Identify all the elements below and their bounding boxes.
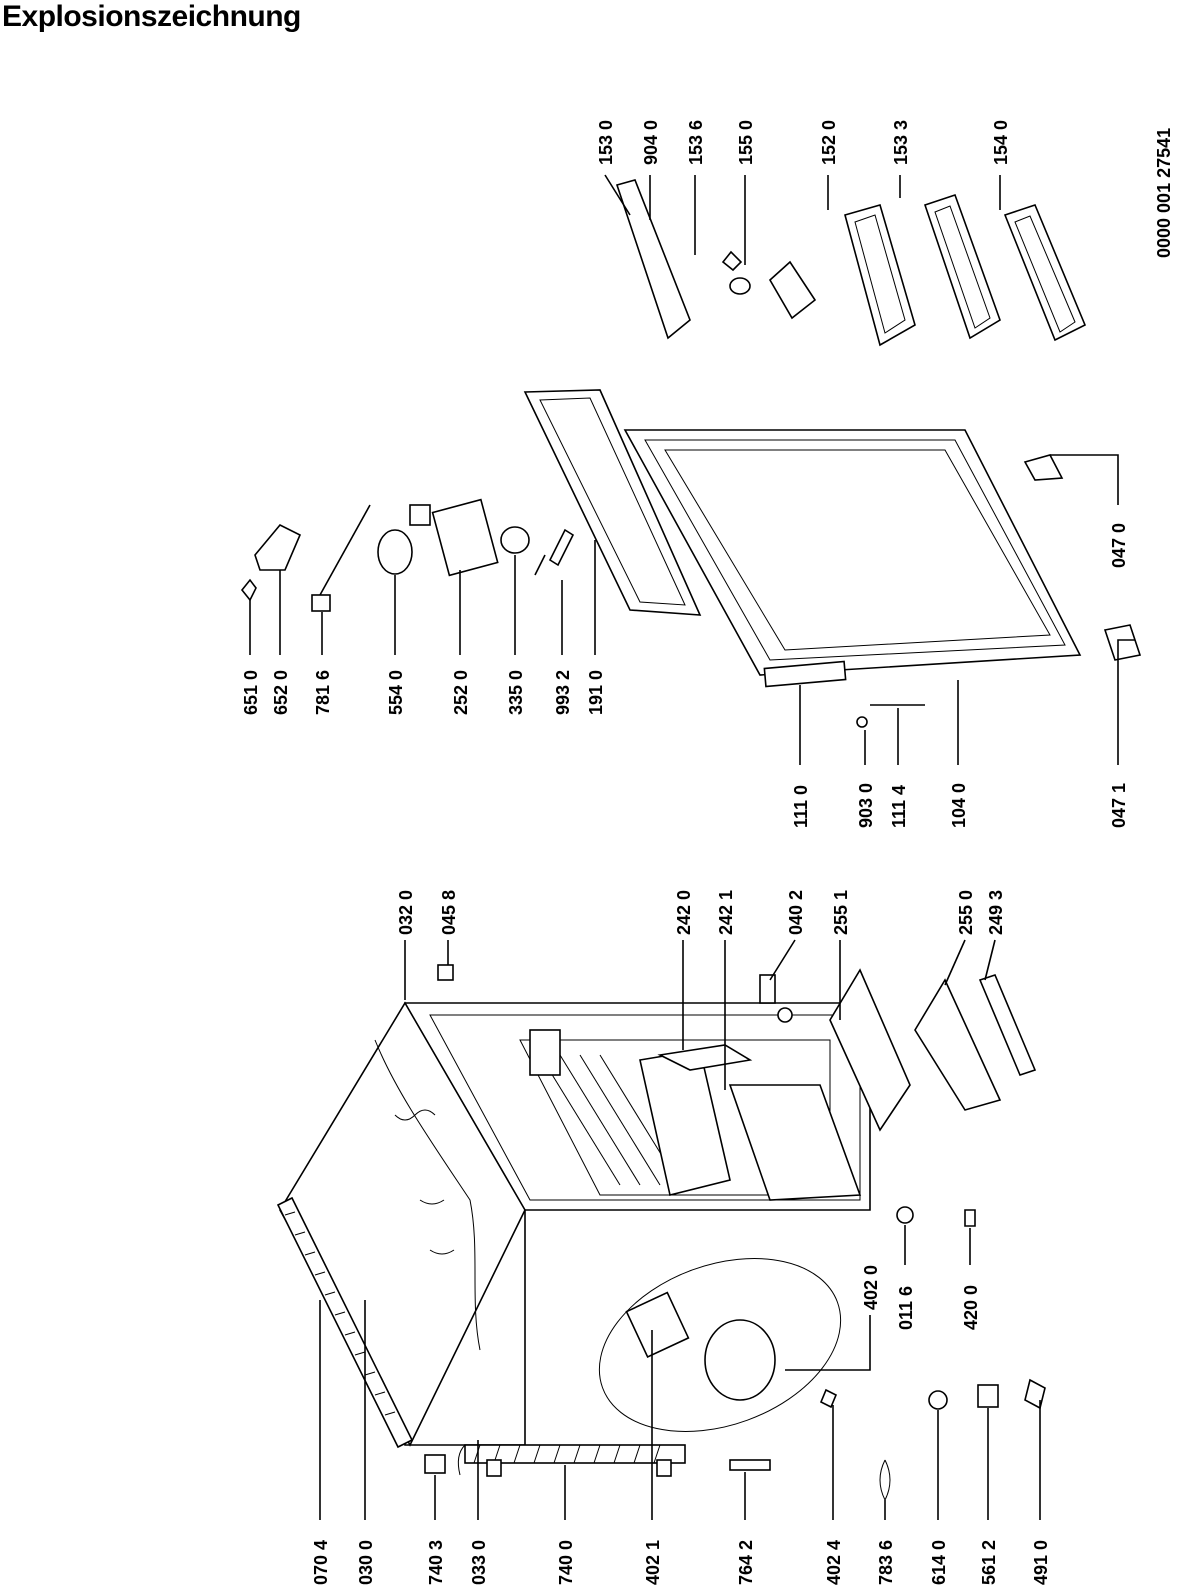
label-491-0: 491 0 (1031, 1540, 1051, 1585)
label-153-0: 153 0 (596, 120, 616, 165)
left-bottom-labels: 070 4 030 0 740 3 033 0 740 0 402 1 764 … (311, 1540, 1051, 1585)
label-011-6: 011 6 (896, 1286, 916, 1330)
label-152-0: 152 0 (819, 120, 839, 165)
label-764-2: 764 2 (736, 1540, 756, 1585)
middle-top-labels: 651 0 652 0 781 6 554 0 252 0 335 0 993 … (241, 670, 606, 715)
label-420-0: 420 0 (961, 1285, 981, 1330)
label-047-1: 047 1 (1109, 783, 1129, 828)
label-402-0: 402 0 (861, 1265, 881, 1310)
document-number: 0000 001 27541 (1154, 128, 1174, 258)
label-242-1: 242 1 (716, 890, 736, 935)
label-153-3: 153 3 (891, 120, 911, 165)
door-shelves (615, 179, 1087, 347)
label-903-0: 903 0 (856, 783, 876, 828)
cabinet-body (276, 964, 1046, 1502)
page-title: Explosionszeichnung (2, 0, 301, 33)
label-047-0: 047 0 (1109, 523, 1129, 568)
label-740-0: 740 0 (556, 1540, 576, 1585)
door-assembly (523, 389, 1142, 728)
label-070-4: 070 4 (311, 1540, 331, 1585)
label-154-0: 154 0 (991, 120, 1011, 165)
label-032-0: 032 0 (396, 890, 416, 935)
label-045-8: 045 8 (439, 890, 459, 935)
leader-lines (249, 174, 1135, 1520)
label-740-3: 740 3 (426, 1540, 446, 1585)
label-783-6: 783 6 (876, 1540, 896, 1585)
label-249-3: 249 3 (986, 890, 1006, 935)
label-651-0: 651 0 (241, 670, 261, 715)
label-104-0: 104 0 (949, 783, 969, 828)
condenser-fins (473, 1444, 661, 1464)
label-030-0: 030 0 (356, 1540, 376, 1585)
left-mid-labels: 402 0 011 6 420 0 (861, 1265, 981, 1330)
label-033-0: 033 0 (469, 1540, 489, 1585)
label-402-4: 402 4 (824, 1540, 844, 1585)
label-561-2: 561 2 (979, 1540, 999, 1585)
label-614-0: 614 0 (929, 1540, 949, 1585)
label-554-0: 554 0 (386, 670, 406, 715)
right-side-labels: 032 0 045 8 242 0 242 1 040 2 255 1 255 … (396, 890, 1006, 935)
label-402-1: 402 1 (643, 1540, 663, 1585)
label-242-0: 242 0 (674, 890, 694, 935)
right-top-labels: 153 0 904 0 153 6 155 0 152 0 153 3 154 … (596, 120, 1011, 165)
label-111-4: 111 4 (889, 785, 909, 828)
label-252-0: 252 0 (451, 670, 471, 715)
label-255-1: 255 1 (831, 890, 851, 935)
label-040-2: 040 2 (786, 890, 806, 935)
label-191-0: 191 0 (586, 670, 606, 715)
control-parts (240, 498, 575, 612)
label-904-0: 904 0 (641, 120, 661, 165)
middle-bottom-labels: 111 0 903 0 111 4 104 0 047 1 047 0 (791, 523, 1129, 828)
label-155-0: 155 0 (736, 120, 756, 165)
label-335-0: 335 0 (506, 670, 526, 715)
label-993-2: 993 2 (553, 670, 573, 715)
label-781-6: 781 6 (313, 670, 333, 715)
label-153-6: 153 6 (686, 120, 706, 165)
label-652-0: 652 0 (271, 670, 291, 715)
worktop-hatching (284, 1211, 396, 1416)
label-111-0: 111 0 (791, 785, 811, 828)
label-255-0: 255 0 (956, 890, 976, 935)
